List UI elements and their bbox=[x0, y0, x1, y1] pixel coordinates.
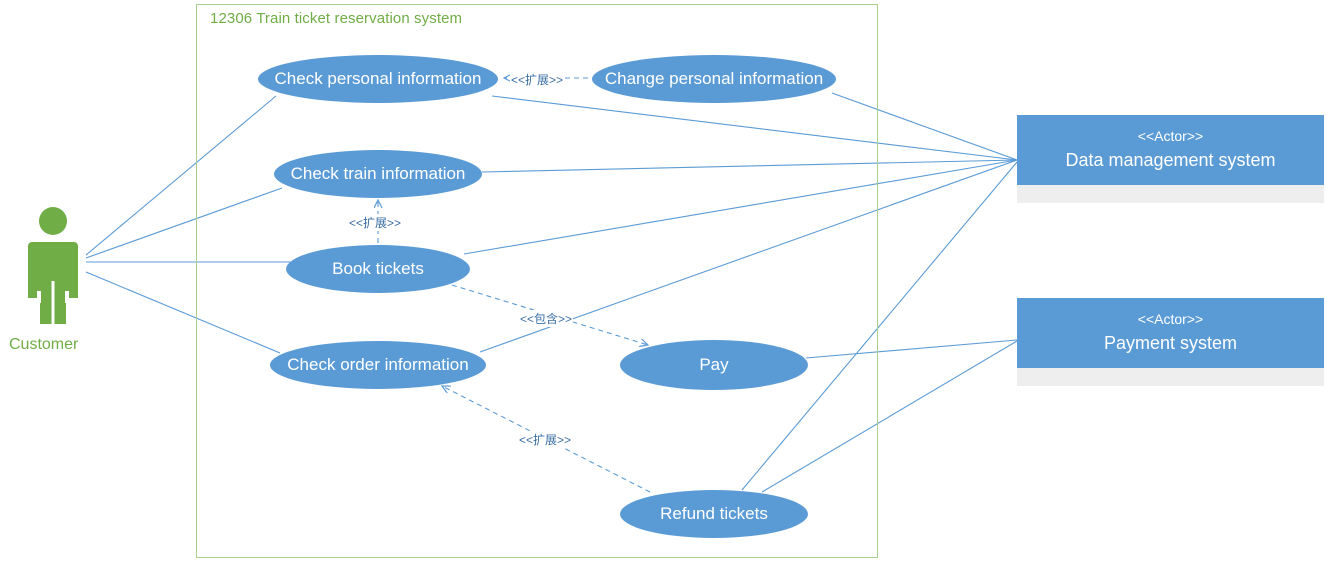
actor-box-footer bbox=[1017, 368, 1324, 386]
customer-actor-label: Customer bbox=[9, 336, 79, 353]
actor-name: Data management system bbox=[1065, 150, 1276, 170]
usecase-label: Pay bbox=[699, 355, 729, 374]
usecase-label: Change personal information bbox=[604, 69, 824, 88]
actor-stereotype: <<Actor>> bbox=[1137, 311, 1204, 327]
actor-name: Payment system bbox=[1103, 333, 1238, 353]
usecase-label: Check order information bbox=[287, 355, 469, 374]
usecase-pay[interactable]: Pay bbox=[620, 340, 808, 390]
system-boundary-title: 12306 Train ticket reservation system bbox=[210, 10, 463, 27]
actor-box-header: <<Actor>> Payment system bbox=[1017, 298, 1324, 368]
actor-stereotype: <<Actor>> bbox=[1137, 128, 1204, 144]
actor-box-payment-system[interactable]: <<Actor>> Payment system bbox=[1017, 298, 1324, 386]
usecase-label: Book tickets bbox=[332, 259, 424, 278]
usecase-refund-tickets[interactable]: Refund tickets bbox=[620, 490, 808, 538]
extend-label-book-tickets: <<扩展>> bbox=[348, 214, 403, 231]
usecase-label: Refund tickets bbox=[660, 504, 768, 523]
usecase-check-order-information[interactable]: Check order information bbox=[270, 341, 486, 389]
actor-box-footer bbox=[1017, 185, 1324, 203]
usecase-label: Check train information bbox=[290, 164, 466, 183]
actor-box-header: <<Actor>> Data management system bbox=[1017, 115, 1324, 185]
usecase-check-train-information[interactable]: Check train information bbox=[274, 150, 482, 198]
usecase-check-personal-information[interactable]: Check personal information bbox=[258, 55, 498, 103]
usecase-label: Check personal information bbox=[274, 69, 482, 88]
include-label-book-pay: <<包含>> bbox=[519, 310, 574, 327]
extend-label-refund-check-order: <<扩展>> bbox=[518, 431, 573, 448]
system-boundary bbox=[196, 4, 878, 558]
usecase-change-personal-information[interactable]: Change personal information bbox=[592, 55, 836, 103]
actor-box-data-management-system[interactable]: <<Actor>> Data management system bbox=[1017, 115, 1324, 203]
usecase-book-tickets[interactable]: Book tickets bbox=[286, 245, 470, 293]
person-icon bbox=[20, 205, 86, 325]
extend-label-change-personal: <<扩展>> bbox=[510, 71, 565, 88]
